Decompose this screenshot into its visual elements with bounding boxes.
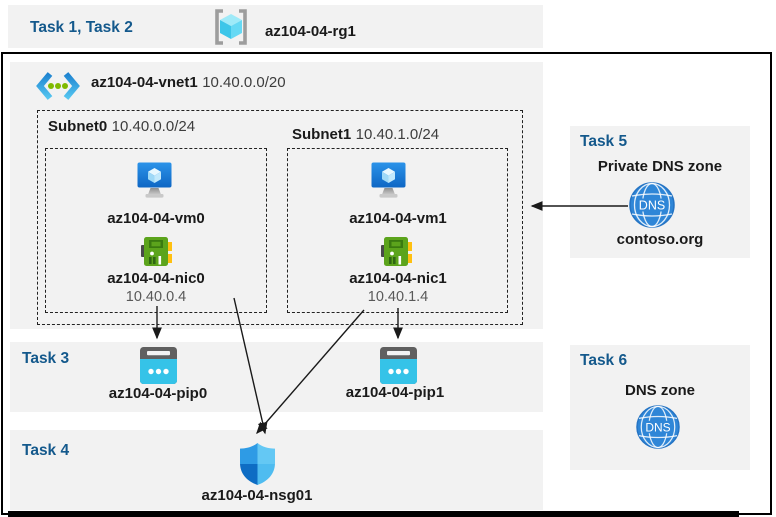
task5-label: Task 5 (580, 133, 628, 150)
task1-2-band: Task 1, Task 2 az104-04-rg1 (8, 5, 543, 48)
vnet-panel (10, 62, 543, 329)
subnet0-box (45, 148, 267, 313)
subnet0-title: Subnet0 10.40.0.0/24 (48, 118, 195, 136)
public-ip-icon (380, 347, 417, 384)
task4-label: Task 4 (22, 442, 70, 459)
nic1-name: az104-04-nic1 (349, 270, 447, 287)
virtual-machine-icon (371, 162, 406, 200)
public-ip-icon (140, 347, 177, 384)
vnet-cidr: 10.40.0.0/20 (202, 74, 286, 91)
task6-title: DNS zone (624, 382, 695, 399)
virtual-machine-icon (137, 162, 172, 200)
subnet1-cidr: 10.40.1.0/24 (355, 126, 440, 143)
pip1-name: az104-04-pip1 (345, 384, 445, 401)
task1-2-label: Task 1, Task 2 (30, 19, 133, 36)
task3-label: Task 3 (22, 350, 70, 367)
subnet0-name: Subnet0 (48, 118, 108, 135)
nic0-ip: 10.40.0.4 (125, 289, 187, 305)
subnet1-title: Subnet1 10.40.1.0/24 (292, 126, 439, 144)
network-security-group-icon (240, 443, 275, 485)
network-interface-icon (381, 235, 412, 268)
pip0-name: az104-04-pip0 (108, 385, 208, 402)
cropped-bottom-box-edge (8, 511, 739, 517)
dns-zone-icon: DNS (636, 405, 680, 449)
nic1-ip: 10.40.1.4 (367, 289, 429, 305)
task4-band (10, 430, 543, 510)
resource-group-name: az104-04-rg1 (265, 23, 356, 40)
task5-title: Private DNS zone (597, 158, 723, 175)
dns-icon-text: DNS (639, 199, 665, 213)
virtual-network-icon (36, 70, 80, 102)
vnet-name: az104-04-vnet1 (91, 74, 198, 91)
task5-zone-name: contoso.org (616, 231, 704, 248)
vm1-name: az104-04-vm1 (349, 210, 447, 227)
resource-group-icon (211, 8, 251, 46)
task6-label: Task 6 (580, 352, 628, 369)
subnet0-cidr: 10.40.0.0/24 (111, 118, 196, 135)
network-interface-icon (141, 235, 172, 268)
vm0-name: az104-04-vm0 (107, 210, 205, 227)
subnet1-name: Subnet1 (292, 126, 352, 143)
dns-icon-text: DNS (645, 420, 670, 434)
vnet-title: az104-04-vnet1 10.40.0.0/20 (91, 74, 286, 92)
nsg-name: az104-04-nsg01 (201, 487, 313, 504)
dns-zone-icon: DNS (629, 182, 675, 228)
nic0-name: az104-04-nic0 (107, 270, 205, 287)
